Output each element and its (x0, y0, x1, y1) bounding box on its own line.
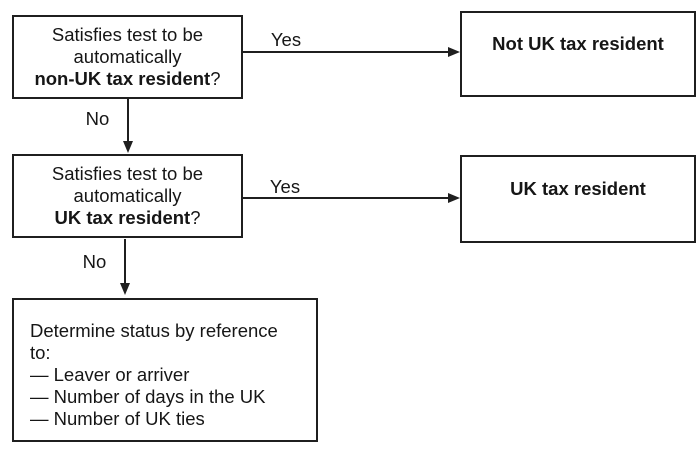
determine-item: — Number of UK ties (30, 408, 205, 429)
question-mark: ? (190, 207, 201, 228)
decision-bold-text: UK tax resident (54, 207, 191, 228)
outcome-box-not-uk-resident: Not UK tax resident (460, 11, 696, 97)
determine-status-box: Determine status by reference to: — Leav… (12, 298, 318, 442)
edge-label-yes-1: Yes (270, 29, 302, 50)
decision-box-uk-test: Satisfies test to be automatically UK ta… (12, 154, 243, 238)
determine-line: to: (30, 342, 51, 363)
decision-line: UK tax resident? (14, 207, 241, 229)
arrowhead-down-icon (120, 283, 130, 295)
outcome-box-uk-resident: UK tax resident (460, 155, 696, 243)
edge-label-yes-2: Yes (269, 176, 301, 197)
decision-bold-text: non-UK tax resident (34, 68, 211, 89)
question-mark: ? (210, 68, 221, 89)
edge-label-no-1: No (85, 108, 110, 129)
decision-line: automatically (73, 185, 182, 206)
determine-line: Determine status by reference (30, 320, 278, 341)
arrow-no-1-line (127, 99, 129, 142)
decision-box-non-uk-test: Satisfies test to be automatically non-U… (12, 15, 243, 99)
arrowhead-down-icon (123, 141, 133, 153)
decision-line: Satisfies test to be (51, 24, 204, 45)
arrow-no-2-line (124, 239, 126, 284)
decision-line: automatically (73, 46, 182, 67)
decision-line: Satisfies test to be (51, 163, 204, 184)
arrowhead-right-icon (448, 193, 460, 203)
decision-line: non-UK tax resident? (14, 68, 241, 90)
arrowhead-right-icon (448, 47, 460, 57)
arrow-yes-1-line (243, 51, 449, 53)
determine-item: — Leaver or arriver (30, 364, 190, 385)
arrow-yes-2-line (243, 197, 449, 199)
outcome-label: Not UK tax resident (492, 33, 664, 54)
edge-label-no-2: No (82, 251, 107, 272)
outcome-label: UK tax resident (510, 178, 646, 199)
determine-item: — Number of days in the UK (30, 386, 266, 407)
